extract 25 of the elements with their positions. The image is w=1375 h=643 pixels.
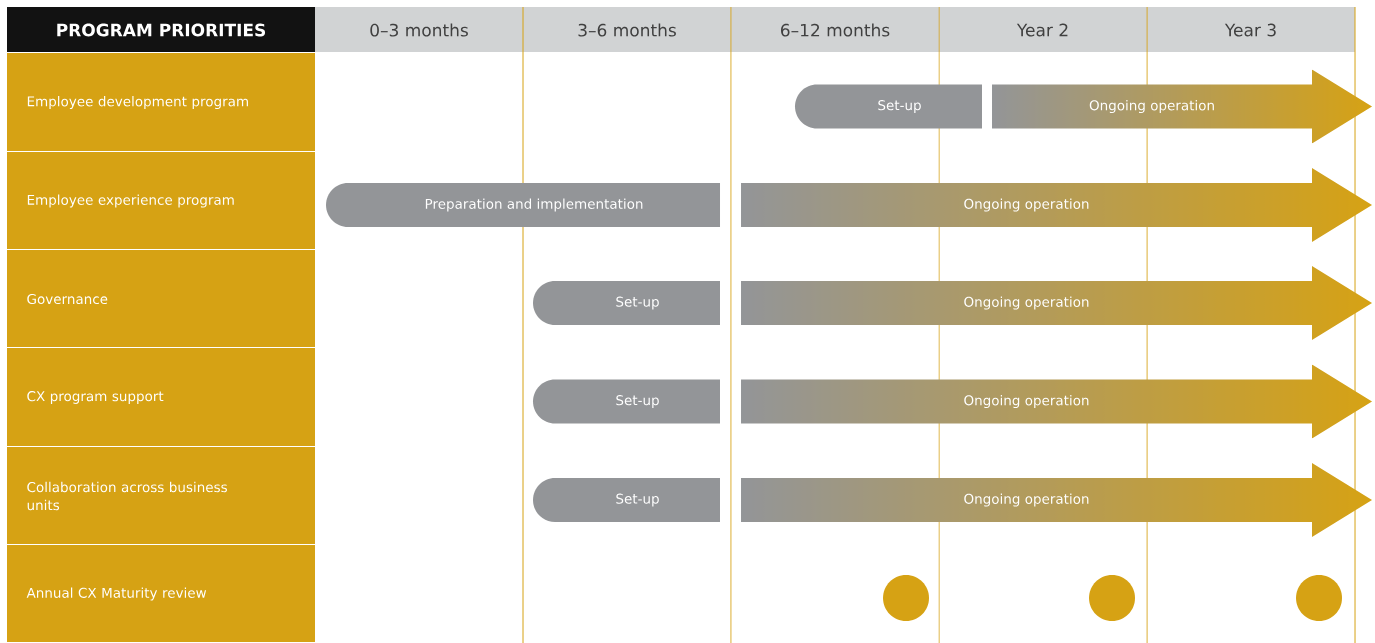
column-header: 0–3 months <box>370 23 468 37</box>
row-label: CX program support <box>7 348 315 446</box>
timeline-arrow: Ongoing operation <box>964 198 1089 212</box>
row-label: Annual CX Maturity review <box>7 545 315 642</box>
row-label: Collaboration across business units <box>7 447 315 544</box>
header-cell: PROGRAM PRIORITIES <box>7 7 315 52</box>
column-header: Year 3 <box>1224 23 1276 37</box>
column-header: 3–6 months <box>578 23 676 37</box>
timeline-arrow: Ongoing operation <box>1089 99 1214 114</box>
row-label: Governance <box>7 250 315 347</box>
milestone-dot <box>883 575 929 621</box>
task-bar: Set-up <box>533 281 720 325</box>
task-bar: Set-up <box>533 478 720 522</box>
row-label: Employee experience program <box>7 152 315 249</box>
task-bar: Set-up <box>795 84 982 129</box>
timeline-arrow: Ongoing operation <box>964 296 1089 310</box>
timeline-arrow: Ongoing operation <box>964 394 1089 409</box>
timeline-arrow: Ongoing operation <box>964 493 1089 507</box>
milestone-dot <box>1296 575 1342 621</box>
column-header: Year 2 <box>1016 23 1068 37</box>
column-header: 6–12 months <box>781 23 890 37</box>
task-bar: Set-up <box>533 379 720 424</box>
task-bar: Preparation and implementation <box>326 183 720 227</box>
milestone-dot <box>1089 575 1135 621</box>
row-label: Employee development program <box>7 53 315 151</box>
